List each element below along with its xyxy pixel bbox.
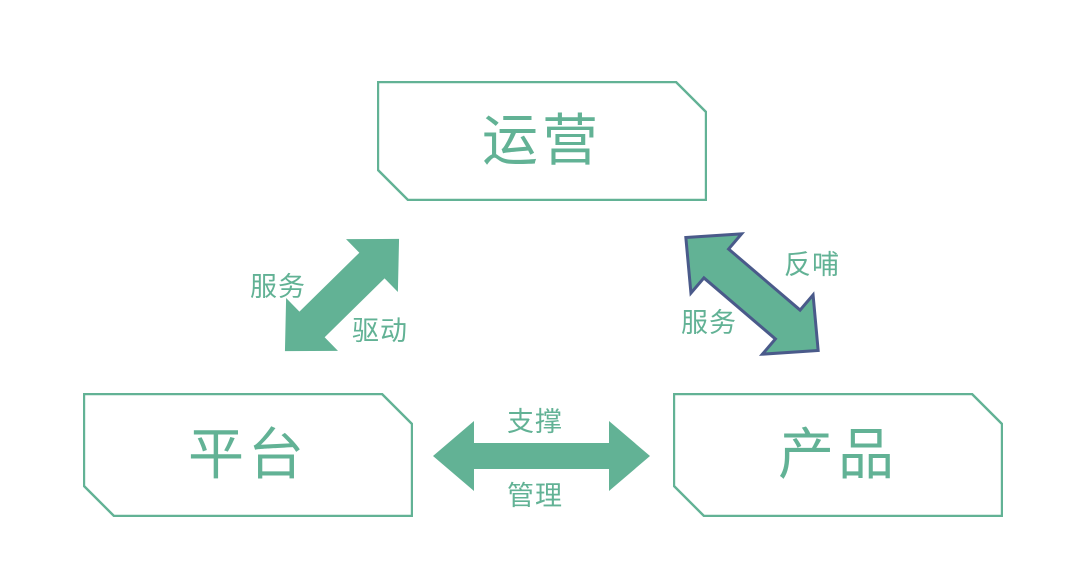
arrow-platform-operations — [284, 238, 400, 352]
node-operations[interactable]: 运营 — [377, 81, 707, 201]
node-product-label: 产品 — [778, 423, 898, 486]
edge-label-platform-product-below: 管理 — [507, 481, 563, 511]
edge-label-platform-product-above: 支撑 — [507, 407, 563, 437]
node-product-shape — [673, 393, 1003, 517]
edge-label-operations-product-upper: 反哺 — [784, 250, 840, 280]
arrow-platform-product — [433, 421, 650, 491]
node-platform-label: 平台 — [188, 423, 308, 486]
node-operations-shape — [377, 81, 707, 201]
node-product[interactable]: 产品 — [673, 393, 1003, 517]
node-operations-label: 运营 — [482, 109, 602, 172]
node-platform[interactable]: 平台 — [83, 393, 413, 517]
arrow-operations-product — [684, 232, 820, 356]
edge-label-platform-operations-upper: 服务 — [250, 272, 306, 302]
edge-label-operations-product-lower: 服务 — [681, 308, 737, 338]
node-platform-shape — [83, 393, 413, 517]
edge-label-platform-operations-lower: 驱动 — [352, 316, 408, 346]
